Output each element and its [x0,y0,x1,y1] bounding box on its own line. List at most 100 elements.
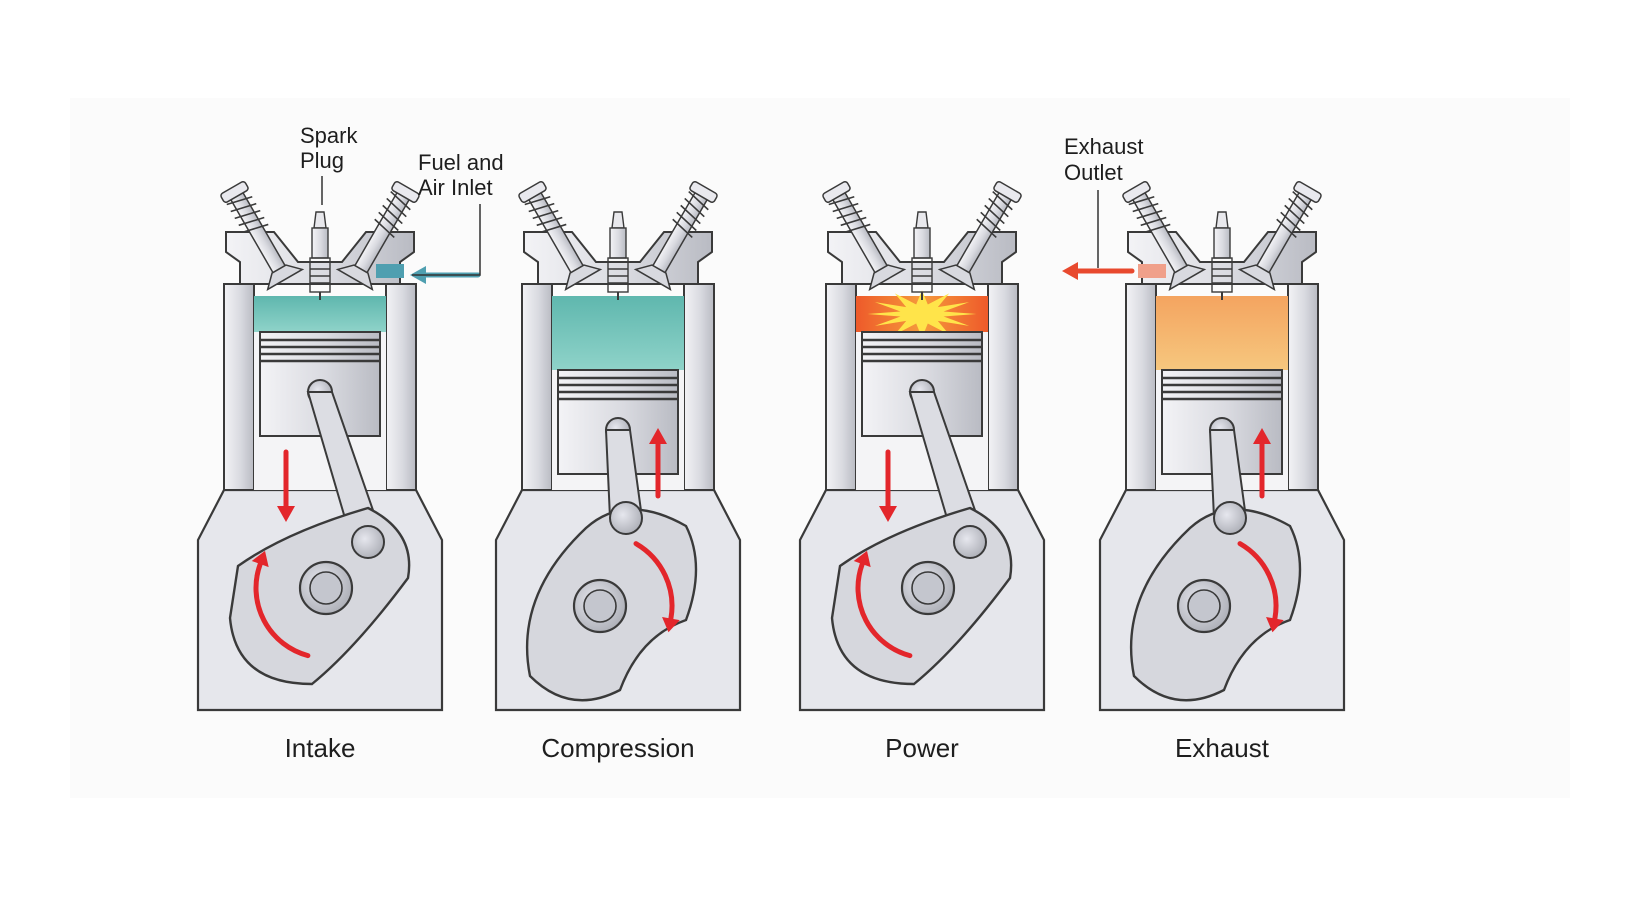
cylinder-wall-left [1125,283,1157,491]
intake-valve [1122,180,1207,291]
stroke-unit-exhaust: Exhaust [1062,180,1346,763]
stroke-unit-compression: Compression [494,180,742,763]
exhaust-valve [633,180,718,291]
spark-plug-insulator [609,227,627,259]
valve-spring-coil [836,209,863,220]
crankshaft-bore [1187,589,1221,623]
valve-head [633,264,672,291]
valve-retainer [689,180,718,203]
valve-spring-coil [238,216,265,227]
spark-plug [607,211,629,300]
valve-spring-coil [1144,223,1171,234]
fuel-air-leader-line [412,204,481,276]
valve-spring-coil [242,223,269,234]
exhaust-outlet-label-line1: Exhaust [1064,134,1144,159]
crank-pin [351,525,385,559]
valve-retainer [391,180,420,203]
valve-spring-coil [980,211,1001,232]
cylinder-wall-right [683,283,715,491]
spark-plug-insulator [1213,227,1231,259]
valve-head [335,264,374,291]
crank-pin [609,501,643,535]
spark-plug-insulator [311,227,329,259]
valve-spring-coil [386,197,407,218]
valve-head [1168,264,1207,291]
spark-plug-tip [611,211,625,229]
crankshaft-bore [911,571,945,605]
stroke-label-exhaust: Exhaust [1175,733,1270,763]
valve-spring-coil [840,216,867,227]
valve-spring-coil [1132,202,1159,213]
intake-valve [518,180,603,291]
valve-spring-coil [524,195,551,206]
piston-motion-arrow-up-head [1253,428,1271,444]
valve-spring-coil [382,204,403,225]
valve-retainer [518,180,547,203]
valve-spring-coil [844,223,871,234]
piston-motion-arrow-down-head [277,506,295,522]
valve-head [868,264,907,291]
cylinder-wall-right [987,283,1019,491]
valve-spring-coil [1292,190,1313,211]
valve-spring-coil [378,211,399,232]
valve-spring-coil [1128,195,1155,206]
combustion-chamber-charge [552,296,684,370]
cylinder-wall-left [521,283,553,491]
intake-valve [220,180,305,291]
valve-spring-coil [992,190,1013,211]
valve-spring-coil [828,195,855,206]
cylinder-wall-right [1287,283,1319,491]
cylinder-wall-right [385,283,417,491]
callout-spark-plug: Spark Plug [300,123,358,205]
intake-valve [822,180,907,291]
exhaust-valve [335,180,420,291]
valve-head [564,264,603,291]
piston-motion-arrow-down-head [879,506,897,522]
crank-rotation-arrow [253,561,311,659]
valve-spring-coil [680,204,701,225]
crankshaft-bore [309,571,343,605]
valve-spring-coil [540,223,567,234]
fuel-air-label-line1: Fuel and [418,150,504,175]
crank-rotation-arrow [633,541,675,622]
crank-pin [1213,501,1247,535]
crank-rotation-arrow [1237,541,1279,622]
valve-spring-coil [536,216,563,227]
crank-rotation-arrow-head [662,616,680,633]
ignition-flame [867,290,977,338]
spark-plug-label-line1: Spark [300,123,358,148]
valve-spring-coil [676,211,697,232]
exhaust-outlet-label-line2: Outlet [1064,160,1123,185]
exhaust-port-gas [1138,264,1166,278]
spark-plug-tip [915,211,929,229]
valve-spring-coil [976,218,997,239]
crank-pin [953,525,987,559]
crank-rotation-arrow [855,561,913,659]
crank-rotation-arrow-head [251,550,269,568]
intake-port-charge [376,264,404,278]
valve-spring-coil [1276,218,1297,239]
valve-retainer [993,180,1022,203]
valve-head [1237,264,1276,291]
valve-retainer [220,180,249,203]
valve-head [266,264,305,291]
exhaust-flow-arrow-head [1062,262,1078,280]
spark-plug-tip [313,211,327,229]
valve-spring-coil [374,218,395,239]
crank-rotation-arrow-head [853,550,871,568]
piston-motion-arrow-up-head [649,428,667,444]
valve-spring-coil [1136,209,1163,220]
cylinder-wall-left [825,283,857,491]
callout-exhaust-outlet: Exhaust Outlet [1064,134,1144,268]
fuel-air-label-line2: Air Inlet [418,175,493,200]
valve-retainer [1293,180,1322,203]
stroke-unit-power: Power [798,180,1046,763]
valve-spring-coil [226,195,253,206]
valve-spring-coil [832,202,859,213]
spark-plug [309,211,331,300]
valve-spring-coil [528,202,555,213]
valve-spring-coil [1140,216,1167,227]
exhaust-valve [1237,180,1322,291]
